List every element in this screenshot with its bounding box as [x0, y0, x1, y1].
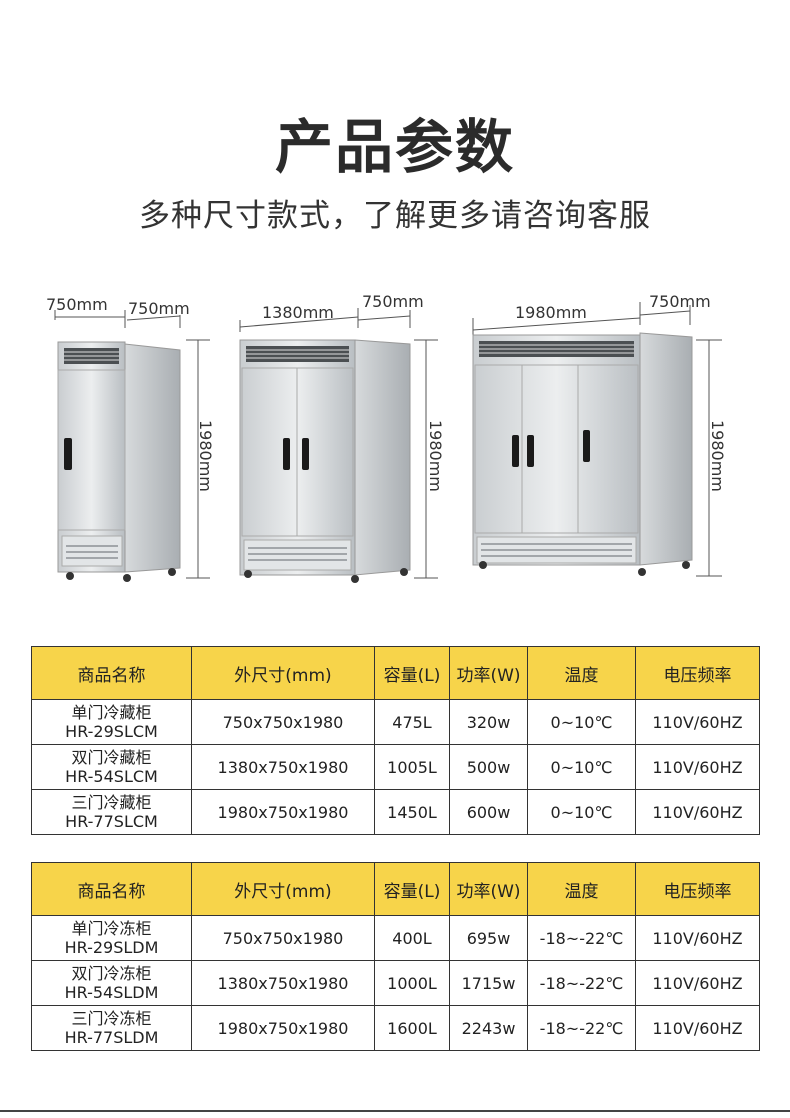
- single-width-label: 750mm: [46, 295, 108, 314]
- header-power: 功率(W): [449, 862, 528, 916]
- header-power: 功率(W): [449, 646, 528, 700]
- voltage-cell: 110V/60HZ: [635, 699, 760, 745]
- double-depth-label: 750mm: [362, 292, 424, 311]
- triple-width-label: 1980mm: [515, 303, 587, 322]
- capacity-cell: 1005L: [374, 744, 450, 790]
- header-voltage: 电压频率: [635, 862, 760, 916]
- bottom-divider: [0, 1110, 790, 1112]
- product-name: 双门冷冻柜: [71, 964, 152, 983]
- header-capacity: 容量(L): [374, 646, 450, 700]
- header-product-name: 商品名称: [31, 646, 192, 700]
- single-door-fridge: 750mm 750mm 1980mm: [46, 295, 215, 582]
- power-cell: 1715w: [449, 960, 528, 1006]
- size-cell: 750x750x1980: [191, 699, 375, 745]
- voltage-cell: 110V/60HZ: [635, 915, 760, 961]
- triple-height-label: 1980mm: [708, 420, 727, 492]
- power-cell: 695w: [449, 915, 528, 961]
- page-subtitle: 多种尺寸款式，了解更多请咨询客服: [139, 198, 651, 234]
- temperature-cell: -18~-22℃: [527, 1005, 636, 1051]
- product-name: 三门冷藏柜: [71, 793, 152, 812]
- header-size: 外尺寸(mm): [191, 862, 375, 916]
- product-name: 单门冷藏柜: [71, 703, 152, 722]
- product-name: 三门冷冻柜: [71, 1009, 152, 1028]
- capacity-cell: 1450L: [374, 789, 450, 835]
- product-model: HR-29SLDM: [64, 938, 159, 957]
- capacity-cell: 475L: [374, 699, 450, 745]
- product-name: 单门冷冻柜: [71, 919, 152, 938]
- size-cell: 1380x750x1980: [191, 960, 375, 1006]
- voltage-cell: 110V/60HZ: [635, 789, 760, 835]
- header-temperature: 温度: [527, 862, 636, 916]
- fridge-illustrations: 750mm 750mm 1980mm 1380mm 750mm: [46, 292, 727, 583]
- double-height-label: 1980mm: [426, 420, 445, 492]
- capacity-cell: 1000L: [374, 960, 450, 1006]
- product-model: HR-54SLDM: [64, 983, 159, 1002]
- single-depth-label: 750mm: [128, 299, 190, 318]
- voltage-cell: 110V/60HZ: [635, 960, 760, 1006]
- product-name: 双门冷藏柜: [71, 748, 152, 767]
- size-cell: 1980x750x1980: [191, 789, 375, 835]
- voltage-cell: 110V/60HZ: [635, 1005, 760, 1051]
- header-temperature: 温度: [527, 646, 636, 700]
- size-cell: 1980x750x1980: [191, 1005, 375, 1051]
- power-cell: 320w: [449, 699, 528, 745]
- triple-depth-label: 750mm: [649, 292, 711, 311]
- header-size: 外尺寸(mm): [191, 646, 375, 700]
- size-cell: 750x750x1980: [191, 915, 375, 961]
- temperature-cell: 0~10℃: [527, 789, 636, 835]
- temperature-cell: -18~-22℃: [527, 960, 636, 1006]
- product-model: HR-77SLDM: [64, 1028, 159, 1047]
- header-voltage: 电压频率: [635, 646, 760, 700]
- double-door-fridge: 1380mm 750mm 1980mm: [239, 292, 445, 583]
- triple-door-fridge: 1980mm 750mm 1980mm: [472, 292, 727, 577]
- product-model: HR-54SLCM: [65, 767, 158, 786]
- page-title: 产品参数: [274, 113, 515, 181]
- double-width-label: 1380mm: [262, 303, 334, 322]
- capacity-cell: 400L: [374, 915, 450, 961]
- size-cell: 1380x750x1980: [191, 744, 375, 790]
- product-model: HR-77SLCM: [65, 812, 158, 831]
- voltage-cell: 110V/60HZ: [635, 744, 760, 790]
- temperature-cell: -18~-22℃: [527, 915, 636, 961]
- single-height-label: 1980mm: [196, 420, 215, 492]
- temperature-cell: 0~10℃: [527, 744, 636, 790]
- temperature-cell: 0~10℃: [527, 699, 636, 745]
- power-cell: 500w: [449, 744, 528, 790]
- power-cell: 600w: [449, 789, 528, 835]
- header-capacity: 容量(L): [374, 862, 450, 916]
- table-header-row: 商品名称 外尺寸(mm) 容量(L) 功率(W) 温度 电压频率: [31, 646, 760, 700]
- capacity-cell: 1600L: [374, 1005, 450, 1051]
- power-cell: 2243w: [449, 1005, 528, 1051]
- table-header-row: 商品名称 外尺寸(mm) 容量(L) 功率(W) 温度 电压频率: [31, 862, 760, 916]
- header-product-name: 商品名称: [31, 862, 192, 916]
- product-model: HR-29SLCM: [65, 722, 158, 741]
